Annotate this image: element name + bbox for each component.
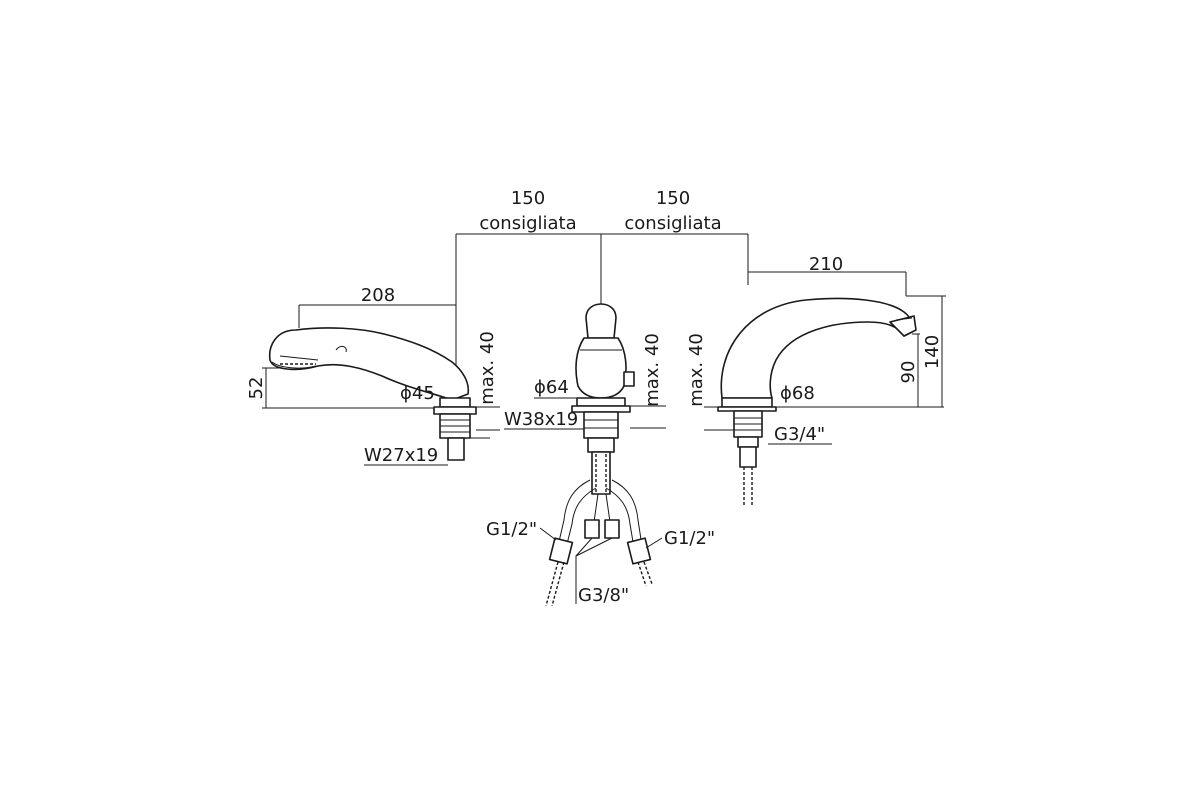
- mixer-valve: max. 40 ϕ64 W38x19: [504, 303, 666, 453]
- hose-left-connection-label: G1/2": [486, 519, 537, 540]
- hand-shower-shank-label: W27x19: [364, 445, 438, 466]
- spout-total-height-label: 140: [922, 335, 943, 369]
- spacing-right-note: consigliata: [624, 213, 721, 234]
- hand-shower: 208 52 max. 40 ϕ45 W27x19: [246, 285, 500, 466]
- spout-connection-label: G3/4": [774, 424, 825, 445]
- supply-hoses: G1/2" G1/2" G3/8": [486, 451, 715, 607]
- spout-reach-label: 210: [809, 254, 843, 275]
- spacing-left-value: 150: [511, 188, 545, 209]
- mixer-deck-max-label: max. 40: [642, 333, 663, 407]
- bath-spout: 210 max. 40 90 140 ϕ68 G3/4": [686, 254, 946, 506]
- mixer-diameter-label: ϕ64: [534, 377, 569, 398]
- hose-right-connection-label: G1/2": [664, 528, 715, 549]
- hand-shower-diameter-label: ϕ45: [400, 383, 435, 404]
- hand-shower-deck-max-label: max. 40: [477, 331, 498, 405]
- spout-diameter-label: ϕ68: [780, 383, 815, 404]
- spacing-left-note: consigliata: [479, 213, 576, 234]
- hand-shower-body: [268, 327, 470, 401]
- mixer-body: [575, 337, 627, 399]
- hand-shower-height-label: 52: [246, 377, 267, 400]
- spout-deck-max-label: max. 40: [686, 333, 707, 407]
- spacing-right-value: 150: [656, 188, 690, 209]
- spout-outlet-height-label: 90: [898, 361, 919, 384]
- spout-body: [720, 297, 914, 399]
- spacing-dimensions: 150 consigliata 150 consigliata: [455, 188, 749, 405]
- hand-shower-length-label: 208: [361, 285, 395, 306]
- mixer-shank-label: W38x19: [504, 409, 578, 430]
- hose-center-connection-label: G3/8": [578, 585, 629, 606]
